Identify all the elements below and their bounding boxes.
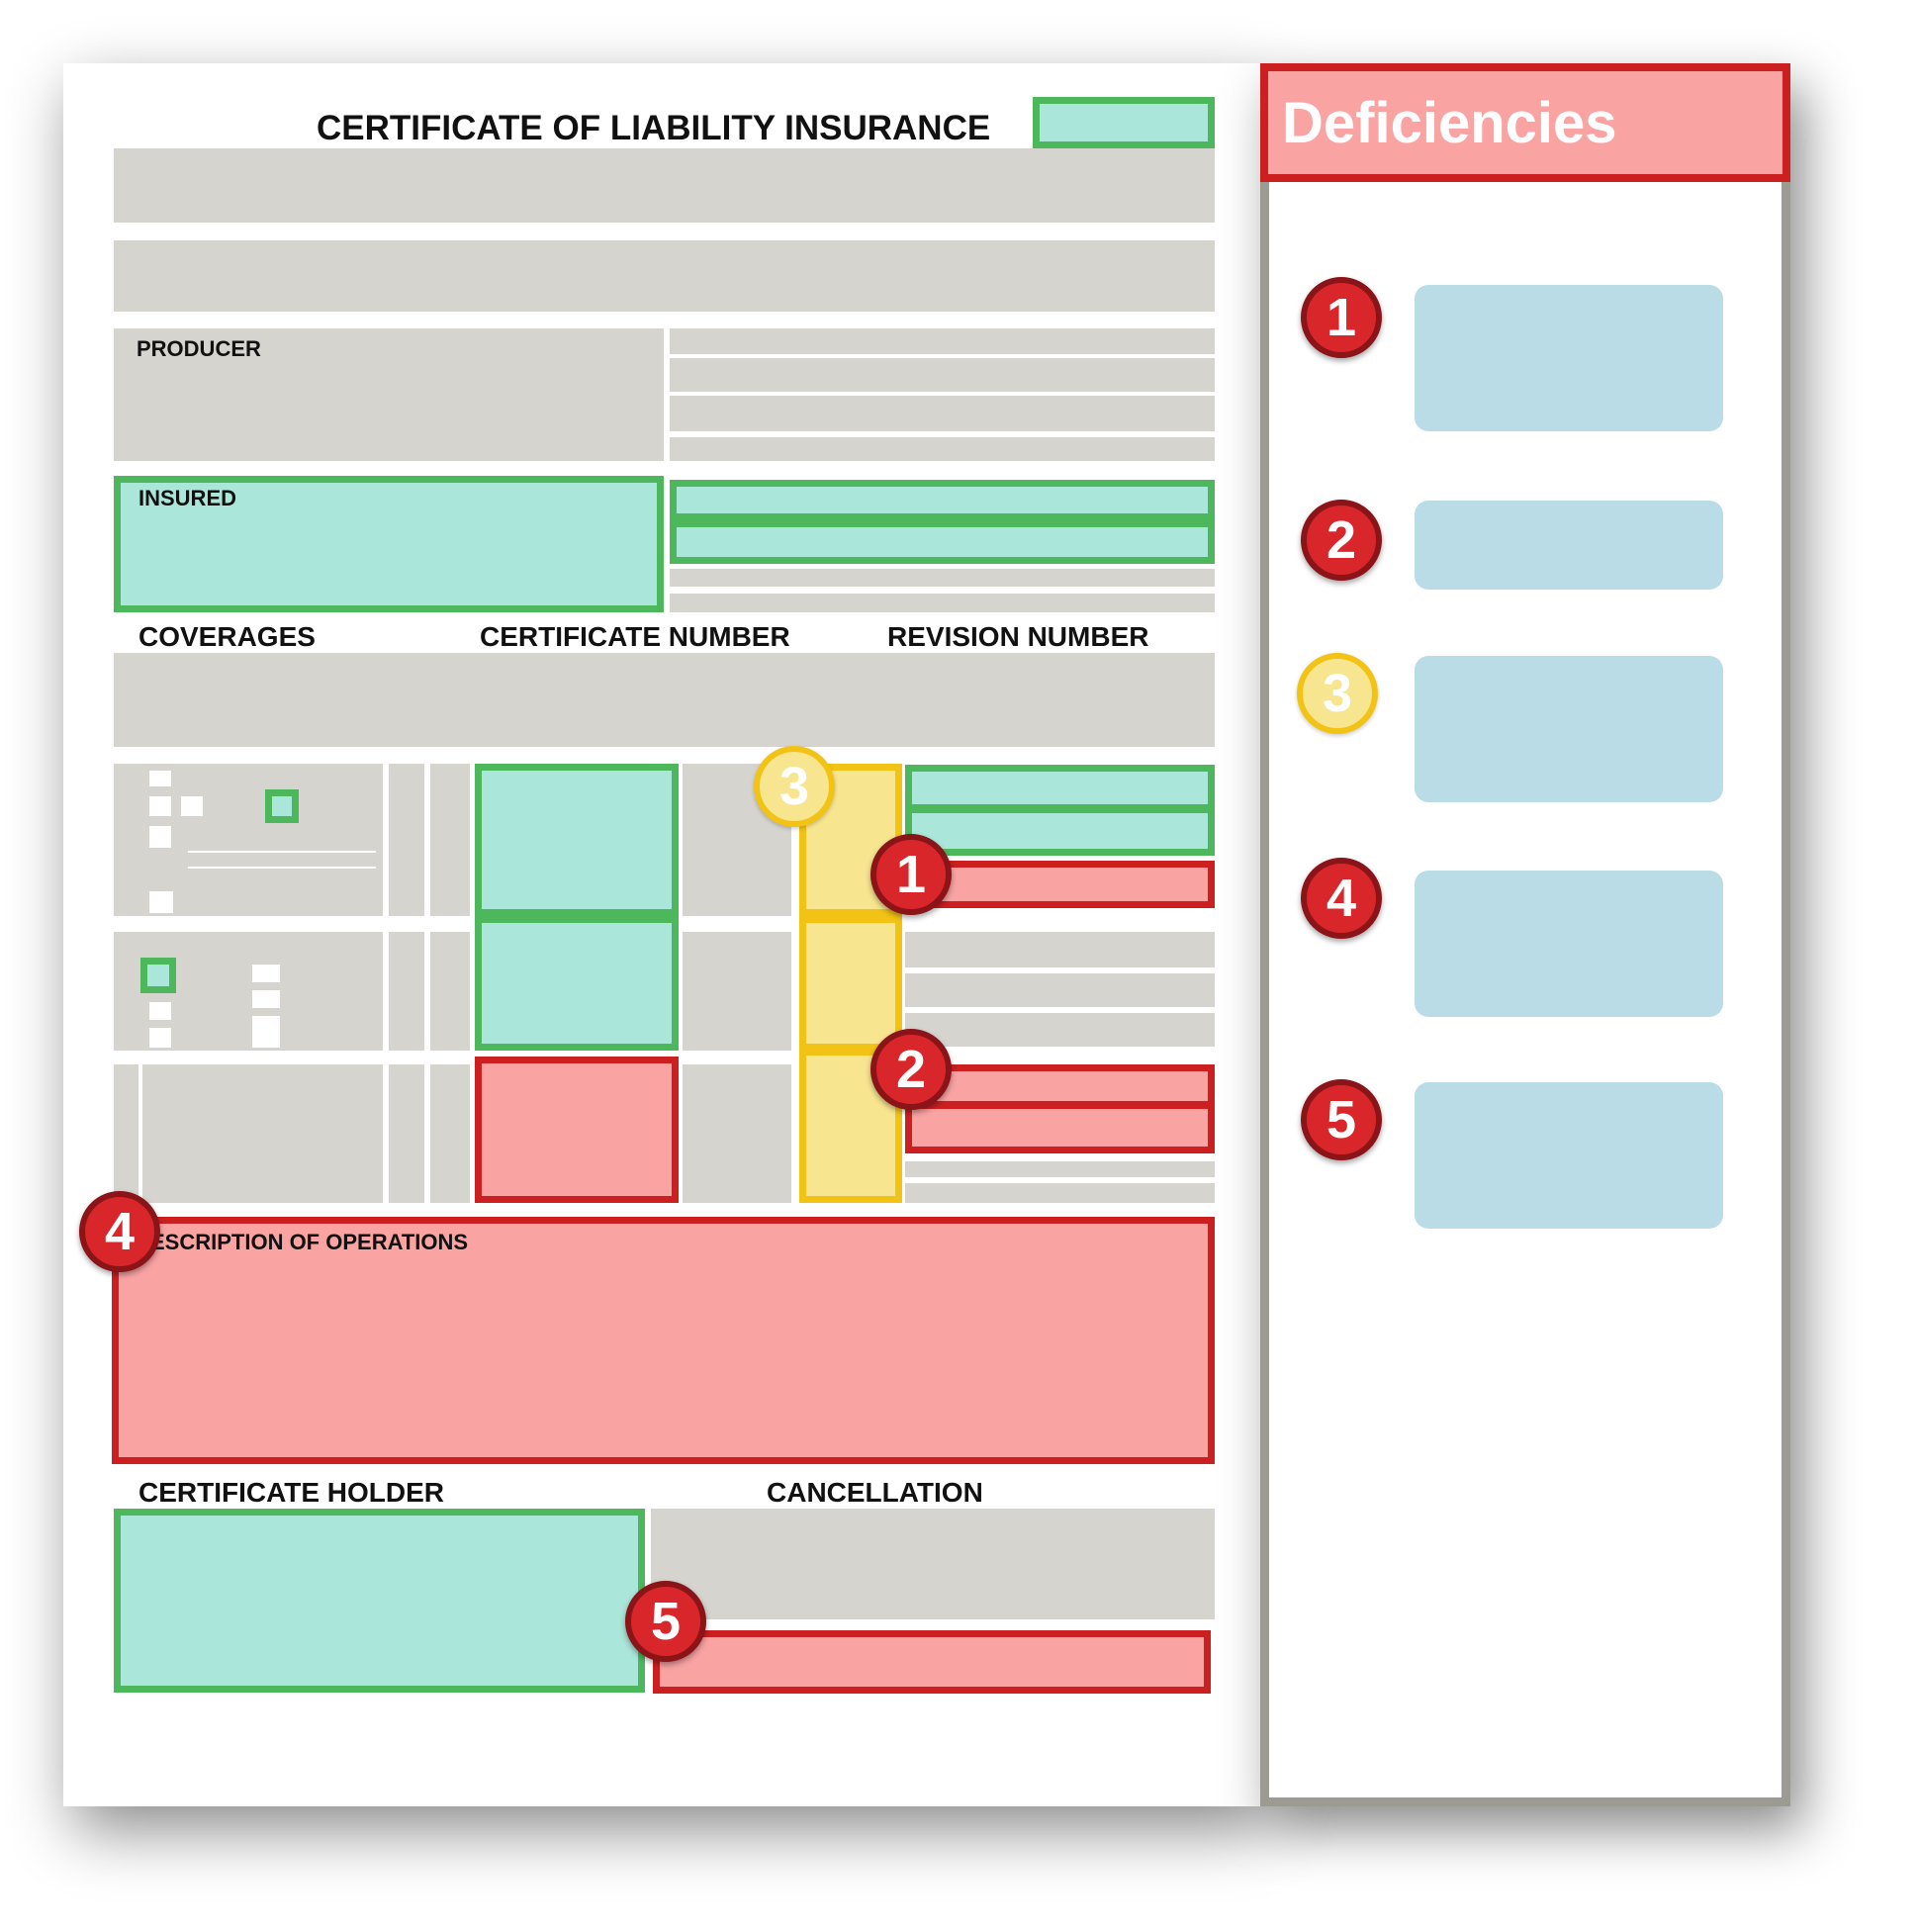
insurer-c-field (670, 569, 1215, 587)
cancellation-notice-block (651, 1509, 1215, 1619)
umbrella-limit-3 (905, 1161, 1215, 1177)
umbrella-addl-insd-cell (389, 1064, 424, 1203)
marker-3[interactable]: 3 (754, 746, 835, 827)
umbrella-limit-each-occurrence-deficient[interactable] (905, 1064, 1215, 1108)
umbrella-policy-exp-warning[interactable] (799, 1049, 902, 1203)
gl-checkbox-2 (146, 793, 174, 819)
producer-block (114, 328, 664, 461)
deficiency-2-card[interactable] (1415, 501, 1723, 590)
certificate-number-label: CERTIFICATE NUMBER (480, 621, 790, 652)
marker-2[interactable]: 2 (870, 1029, 952, 1110)
gl-checkbox-4 (146, 823, 174, 851)
marker-5[interactable]: 5 (625, 1581, 706, 1662)
gl-limit-each-occurrence-ok[interactable] (905, 765, 1215, 811)
deficiencies-panel-title: Deficiencies (1260, 63, 1790, 182)
contact-name-field (670, 328, 1215, 354)
gl-limit-aggregate-deficient[interactable] (905, 861, 1215, 908)
auto-checkbox-2 (146, 999, 174, 1023)
authorized-representative-deficient[interactable] (653, 1630, 1211, 1694)
deficiency-5-card[interactable] (1415, 1082, 1723, 1229)
document-title: CERTIFICATE OF LIABILITY INSURANCE (317, 109, 991, 147)
auto-any-auto-checkbox-ok[interactable] (140, 958, 176, 993)
umbrella-policy-eff-cell (683, 1064, 791, 1203)
auto-policy-eff-cell (683, 932, 791, 1051)
auto-policy-exp-warning[interactable] (799, 916, 902, 1051)
deficiency-3-card[interactable] (1415, 656, 1723, 802)
date-field-ok[interactable] (1033, 97, 1215, 148)
umbrella-divider (138, 1064, 142, 1203)
coverages-notice-block (114, 653, 1215, 747)
gl-checkbox-1 (146, 768, 174, 789)
auto-checkbox-6 (249, 1013, 283, 1051)
insured-label: INSURED (138, 486, 237, 510)
marker-4[interactable]: 4 (79, 1191, 160, 1272)
deficiency-4-card[interactable] (1415, 871, 1723, 1017)
auto-checkbox-3 (146, 1025, 174, 1051)
deficiency-5-badge: 5 (1301, 1079, 1382, 1160)
umbrella-policy-number-deficient[interactable] (475, 1057, 679, 1203)
insurer-b-field-ok[interactable] (670, 520, 1215, 564)
auto-checkbox-5 (249, 987, 283, 1011)
auto-checkbox-4 (249, 962, 283, 985)
gl-addl-insd-cell (389, 764, 424, 916)
umbrella-limit-aggregate-deficient[interactable] (905, 1102, 1215, 1153)
producer-label: PRODUCER (137, 336, 261, 361)
auto-addl-insd-cell (389, 932, 424, 1051)
umbrella-limit-4 (905, 1183, 1215, 1203)
gl-policy-number-ok[interactable] (475, 764, 679, 916)
contact-email-field (670, 396, 1215, 431)
auto-limit-1 (905, 932, 1215, 967)
header-disclaimer-block (114, 240, 1215, 312)
cancellation-label: CANCELLATION (767, 1477, 983, 1508)
gl-line-1 (188, 851, 376, 853)
deficiency-4-badge: 4 (1301, 858, 1382, 939)
coverages-label: COVERAGES (138, 621, 316, 652)
auto-subr-wvd-cell (430, 932, 470, 1051)
auto-limit-2 (905, 973, 1215, 1007)
gl-line-2 (188, 867, 376, 869)
insurer-d-field (670, 594, 1215, 612)
gl-occurrence-checkbox-ok[interactable] (265, 789, 299, 823)
contact-phone-field (670, 358, 1215, 392)
gl-limit-damage-rented-ok[interactable] (905, 806, 1215, 856)
deficiency-1-card[interactable] (1415, 285, 1723, 431)
deficiency-3-badge: 3 (1297, 653, 1378, 734)
marker-1[interactable]: 1 (870, 834, 952, 915)
deficiency-2-badge: 2 (1301, 500, 1382, 581)
insurer-header-field (670, 437, 1215, 461)
gl-checkbox-3 (178, 793, 206, 819)
auto-policy-number-ok[interactable] (475, 916, 679, 1051)
umbrella-subr-wvd-cell (430, 1064, 470, 1203)
gl-checkbox-5 (146, 888, 176, 916)
insured-field-ok[interactable] (114, 476, 664, 612)
header-notice-block (114, 148, 1215, 223)
certificate-holder-label: CERTIFICATE HOLDER (138, 1477, 445, 1508)
insurer-a-field-ok[interactable] (670, 480, 1215, 520)
deficiency-1-badge: 1 (1301, 277, 1382, 358)
gl-subr-wvd-cell (430, 764, 470, 916)
description-of-operations-label: ESCRIPTION OF OPERATIONS (150, 1230, 469, 1254)
umbrella-type-cell (114, 1064, 383, 1203)
description-of-operations-deficient[interactable] (112, 1217, 1215, 1464)
revision-number-label: REVISION NUMBER (887, 621, 1149, 652)
certificate-holder-field-ok[interactable] (114, 1509, 645, 1693)
auto-limit-3 (905, 1013, 1215, 1047)
